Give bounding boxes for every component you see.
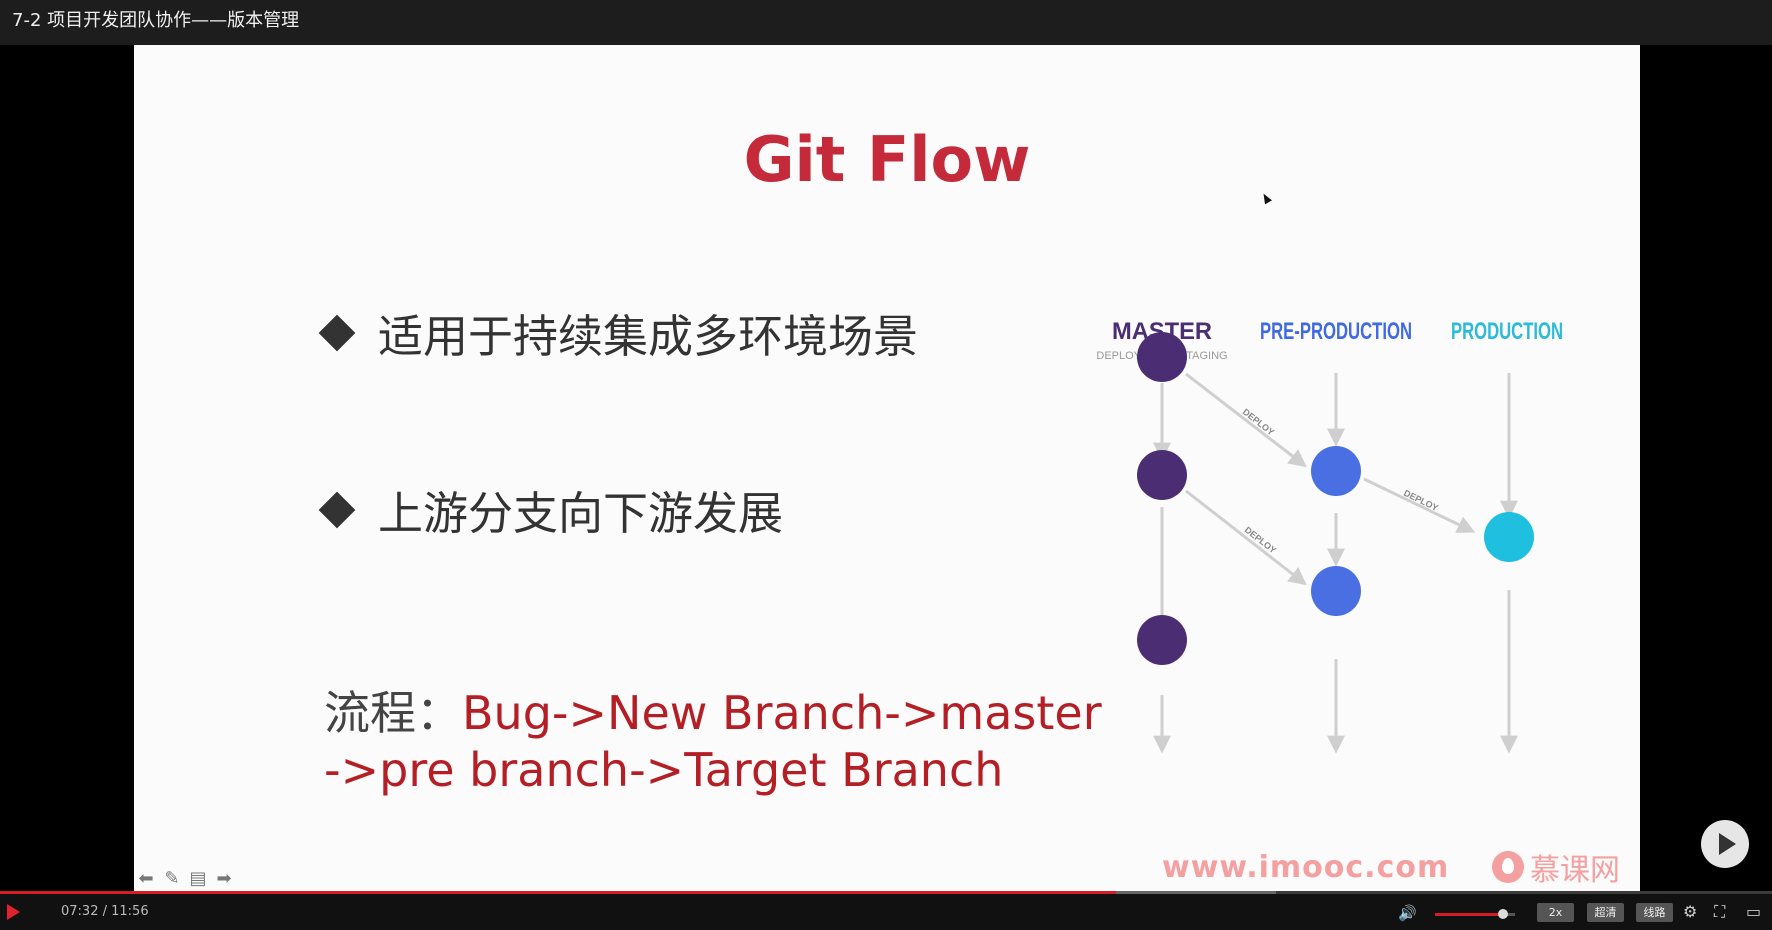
pre-production-commit-node [1311,566,1361,616]
slide: Git Flow 适用于持续集成多环境场景 上游分支向下游发展 流程：Bug->… [134,45,1640,893]
pre-production-commit-node [1311,446,1361,496]
back-arrow-icon[interactable]: ⬅ [138,868,154,889]
route-button[interactable]: 线路 [1636,903,1673,922]
git-flow-diagram: MASTER DEPLOYED ON STAGING PRE-PRODUCTIO… [1096,318,1563,754]
watermark-url: www.imooc.com [1162,850,1450,885]
volume-knob[interactable] [1498,909,1508,919]
bullet-item: 上游分支向下游发展 [318,477,783,542]
flow-line-2: ->pre branch->Target Branch [324,743,1004,797]
window-title: 7-2 项目开发团队协作——版本管理 [0,0,1772,45]
quality-button[interactable]: 超清 [1587,903,1624,922]
settings-gear-icon[interactable]: ⚙ [1683,902,1698,921]
flow-line-1: Bug->New Branch->master [462,686,1102,740]
master-commit-node [1137,615,1187,665]
production-commit-node [1484,512,1534,562]
deploy-arrow [1185,372,1307,468]
master-commit-node [1137,332,1187,382]
slide-tools: ⬅ ✎ ▤ ➡ [136,868,234,889]
bullet-text: 适用于持续集成多环境场景 [378,310,919,363]
progress-played [0,891,1117,894]
watermark-brand: 慕课网 [1530,853,1620,888]
column-label-production: PRODUCTION [1451,318,1563,345]
volume-icon[interactable]: 🔊 [1398,904,1417,922]
progress-buffered [1116,891,1276,894]
menu-icon[interactable]: ▤ [189,868,207,889]
bullet-text: 上游分支向下游发展 [378,487,784,540]
video-stage[interactable]: Git Flow 适用于持续集成多环境场景 上游分支向下游发展 流程：Bug->… [0,45,1772,893]
time-total: 11:56 [111,904,149,919]
diamond-bullet-icon [318,314,356,351]
master-commit-node [1137,450,1187,500]
column-label-pre-production: PRE-PRODUCTION [1260,318,1412,345]
watermark-logo: 慕课网 [1492,845,1620,889]
slide-title: Git Flow [743,123,1031,196]
progress-bar[interactable] [0,891,1772,894]
player-controls: 07:32 / 11:56 🔊 2x 超清 线路 ⚙ ⛶ ▭ [0,894,1772,930]
deploy-arrow [1185,489,1307,586]
volume-slider[interactable] [1435,909,1515,919]
big-play-button[interactable] [1701,820,1749,868]
flow-text: 流程：Bug->New Branch->master ->pre branch-… [324,685,1102,799]
bullet-item: 适用于持续集成多环境场景 [318,300,918,365]
imooc-flame-icon [1492,851,1524,883]
diamond-bullet-icon [318,491,356,528]
time-display: 07:32 / 11:56 [61,904,149,919]
deploy-arrow [1363,477,1476,533]
speed-button[interactable]: 2x [1537,903,1574,922]
fullscreen-icon[interactable]: ⛶ [1714,902,1726,921]
forward-arrow-icon[interactable]: ➡ [216,868,232,889]
pen-icon[interactable]: ✎ [164,868,180,889]
volume-level [1435,913,1503,916]
play-icon[interactable] [7,904,20,920]
flow-lead: 流程： [324,686,462,740]
time-current: 07:32 [61,904,99,919]
web-fullscreen-icon[interactable]: ▭ [1746,902,1762,921]
